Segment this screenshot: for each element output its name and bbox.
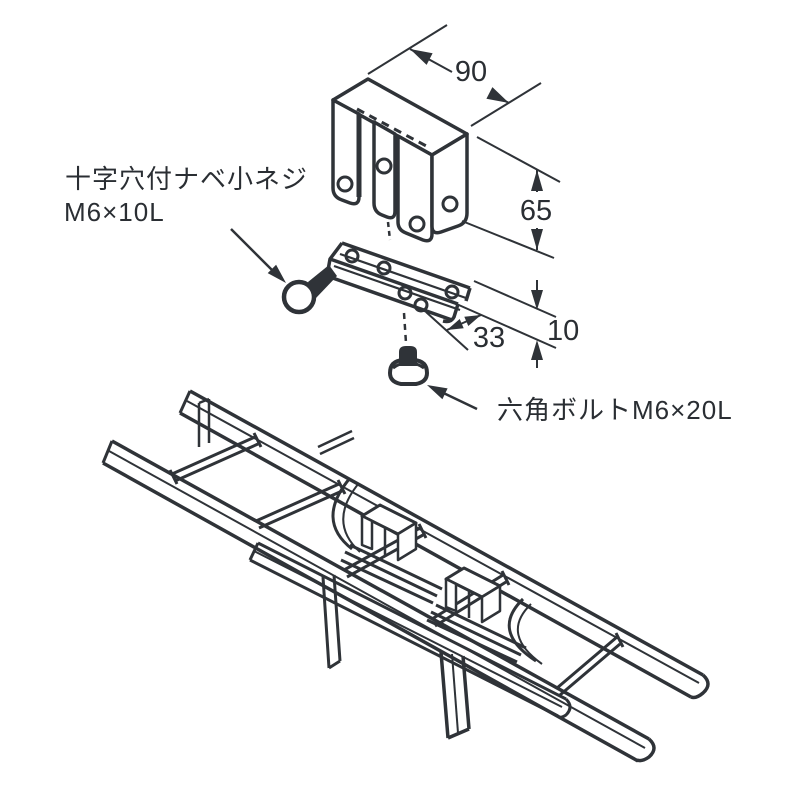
screw-hole (444, 284, 460, 300)
screw-hole (413, 297, 429, 313)
channel-right-corner (442, 303, 460, 324)
extension-line (367, 24, 448, 75)
clamp-channel (340, 543, 443, 605)
extension-line (473, 280, 557, 318)
dimension-65-value: 65 (520, 195, 552, 227)
dimension-90: 90 (367, 24, 542, 127)
saddle-bracket (331, 77, 469, 243)
stub-lines (197, 397, 211, 447)
leader-line (432, 386, 478, 411)
screw-hole (344, 248, 360, 264)
extension-line (461, 220, 555, 259)
rail-edge (111, 439, 650, 741)
bolt-hole (336, 175, 354, 193)
rung (556, 635, 621, 697)
arrowhead (267, 264, 286, 283)
centerline-dashed (386, 221, 392, 241)
saddle-leg (444, 577, 458, 613)
cable-ladder (101, 389, 710, 763)
dimension-33-value: 33 (473, 322, 505, 354)
brace-arc (331, 477, 353, 551)
arrowhead (486, 87, 509, 103)
hex-bolt (388, 346, 429, 386)
base-channel (325, 221, 472, 324)
dimension-65: 65 (461, 136, 561, 259)
extension-line (470, 82, 542, 127)
saddle-leg (360, 514, 374, 551)
centerline-dashed (402, 312, 408, 344)
near-rail (101, 439, 656, 763)
rail-edge (189, 389, 704, 677)
bolt-hole (375, 157, 393, 175)
rail-end-cap (636, 737, 656, 763)
support-leg (321, 574, 342, 670)
channel-lip-edge (329, 257, 459, 306)
stringer-edge (249, 558, 559, 718)
brace-arc (516, 603, 543, 665)
screw-shank (308, 265, 337, 298)
rung (255, 482, 343, 530)
channel-inner-edge (333, 264, 461, 312)
dimension-33: 33 (425, 311, 505, 354)
far-rail (178, 389, 710, 700)
dimension-90-value: 90 (455, 56, 487, 88)
channel-bottom-edge (326, 274, 453, 322)
rail-edge (102, 461, 639, 763)
rung (171, 435, 259, 483)
curved-braces (331, 477, 543, 665)
bracket-left-leg (331, 98, 361, 206)
arrowhead (464, 315, 481, 326)
ladder-rungs (168, 432, 625, 697)
arrowhead (410, 49, 433, 65)
installed-bracket-1 (340, 503, 443, 605)
brace-arc (507, 597, 537, 663)
dimension-10-value: 10 (547, 315, 579, 347)
rail-end-cap (690, 673, 710, 700)
screw-hole (376, 260, 392, 276)
rail-edge (179, 411, 692, 699)
arrowhead (427, 385, 448, 400)
screw-label-line2: M6×10L (64, 197, 165, 227)
stringer-edge (257, 541, 567, 701)
rail-splice-band (317, 429, 355, 456)
rail-end-cap (178, 390, 192, 414)
pan-screw (281, 265, 337, 315)
rail-end-cap (101, 440, 114, 464)
extension-line (476, 136, 561, 183)
saddle-leg (480, 584, 502, 624)
arrowhead (531, 229, 543, 250)
channel-right-end (464, 287, 472, 302)
support-legs (321, 574, 471, 740)
arrowhead (447, 319, 464, 330)
support-stringer (248, 541, 572, 719)
rail-edge (108, 450, 646, 749)
rail-edge (186, 400, 700, 684)
support-leg (439, 651, 471, 740)
support-leg-edge (451, 653, 459, 734)
arrowhead (531, 290, 543, 310)
screw-hole (397, 285, 413, 301)
bracket-end-face (430, 132, 469, 235)
hex-bolt-callout: 六角ボルトM6×20L (388, 312, 733, 425)
bracket-right-leg (396, 134, 434, 243)
pan-screw-callout: 十字穴付ナベ小ネジ M6×10L (64, 164, 337, 315)
extension-line (425, 311, 469, 351)
arrowhead (531, 170, 543, 191)
channel-top-edge (341, 241, 471, 290)
rail-joint-stub (197, 397, 211, 447)
screw-label-line1: 十字穴付ナベ小ネジ (65, 164, 308, 194)
extension-line (451, 301, 557, 349)
screw-head (281, 279, 317, 315)
bracket-center-tab (372, 120, 397, 220)
stringer-end-cap (248, 542, 260, 561)
arrowhead (531, 340, 543, 360)
bolt-hole (408, 215, 426, 233)
bolt-label: 六角ボルトM6×20L (497, 395, 733, 425)
bolt-hole (441, 195, 459, 213)
saddle-leg (396, 521, 418, 562)
bolt-shank (399, 346, 417, 366)
dimension-10: 10 (451, 280, 579, 368)
